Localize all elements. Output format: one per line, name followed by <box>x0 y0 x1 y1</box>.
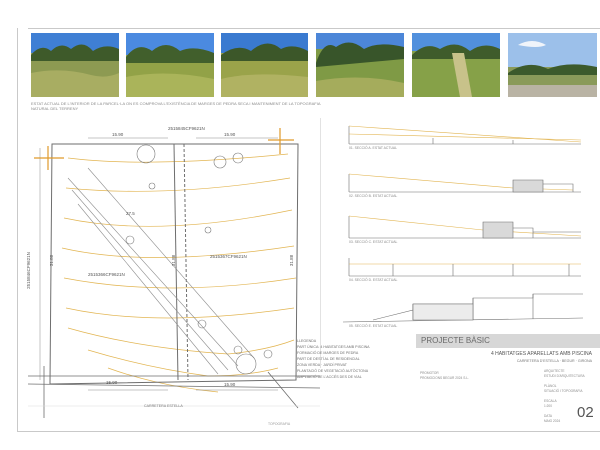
project-name: 4 HABITATGES APARELLATS AMB PISCINA <box>490 351 592 357</box>
date-label: DATA <box>544 414 553 418</box>
dim-mid: 31.88 <box>171 254 177 267</box>
architect-value: ESTUDI D'ARQUITECTURA <box>544 374 585 378</box>
sheet-number: 02 <box>577 404 594 421</box>
section-label-3: 03. SECCIÓ C. ESTAT ACTUAL <box>349 240 398 244</box>
scale-label: ESCALA <box>544 399 557 403</box>
road-label: CARRETERA ESTELLA <box>144 404 183 408</box>
promoter-label: PROMOTOR <box>420 371 439 375</box>
ref-right-label: 2515367CF9621N <box>210 254 247 259</box>
legend-notes: LLEGENDA PART ÚNICA: 4 HABITATGES AMB PI… <box>297 338 407 380</box>
section-label-2: 02. SECCIÓ B. ESTAT ACTUAL <box>349 194 398 198</box>
ref-top-label: 2515845CF9621N <box>168 126 205 131</box>
legend-note: AMPLIACIÓ DE L'ACCÉS DES DE VIAL <box>297 375 362 379</box>
title-block-header: PROJECTE BÀSIC <box>416 334 600 348</box>
contour-lines <box>61 153 297 393</box>
topo-label: TOPOGRAFIA <box>268 422 291 426</box>
site-photo-3 <box>221 33 308 97</box>
project-phase: PROJECTE BÀSIC <box>421 336 490 345</box>
plan-label: PLÀNOL <box>544 384 557 388</box>
title-block: PROJECTE BÀSIC 4 HABITATGES APARELLATS A… <box>416 334 600 430</box>
ref-center-label: 2515366CF9621N <box>88 272 125 277</box>
site-photo-1 <box>31 33 119 97</box>
section-label-1: 01. SECCIÓ A. ESTAT ACTUAL <box>349 146 398 150</box>
site-photo-2 <box>126 33 214 97</box>
site-photo-5 <box>412 33 500 97</box>
frame-line-top <box>28 28 600 29</box>
dim-bottom-right: 15.90 <box>224 382 236 387</box>
dim-bottom-left: 15.90 <box>106 380 118 385</box>
promoter-value: PROMOCIONS BEGUR 2024 S.L. <box>420 376 469 380</box>
legend-note: ZONA VERDA · JARDÍ PRIVAT <box>297 363 347 367</box>
dim-top-right: 15.90 <box>224 132 236 137</box>
site-plan: 2515845CF9621N 15.90 15.90 2515846CF9621… <box>25 118 321 435</box>
plan-value: SITUACIÓ I TOPOGRAFIA <box>544 389 583 393</box>
frame-line-bottom <box>17 431 600 432</box>
architect-label: ARQUITECTE <box>544 369 565 373</box>
site-photo-4 <box>316 33 404 97</box>
photo-caption: ESTAT ACTUAL DE L'INTERIOR DE LA PARCEL·… <box>31 101 321 111</box>
date-value: MAIG 2024 <box>544 419 561 423</box>
frame-line-divider <box>320 118 321 368</box>
dim-right: 31.88 <box>289 254 295 267</box>
scale-value: 1:200 <box>544 404 552 408</box>
ref-left-label: 2515846CF9621N <box>25 252 31 289</box>
legend-note: LLEGENDA <box>297 339 317 343</box>
legend-note: FORMACIÓ DE MARGES DE PEDRA <box>297 351 359 355</box>
sections-panel: 01. SECCIÓ A. ESTAT ACTUAL 02. SECCIÓ B.… <box>333 118 595 337</box>
dim-top-left: 15.90 <box>112 132 124 137</box>
legend-note: PART DE DESTÍ AL DE RESIDENCIAL <box>297 357 360 361</box>
site-photo-6 <box>508 33 597 97</box>
legend-note: PLANTACIÓ DE VEGETACIÓ AUTÒCTONA <box>297 369 369 373</box>
project-address: CARRETERA D'ESTELLA · BEGUR · GIRONA <box>516 359 592 363</box>
parcel-outline <box>49 143 299 385</box>
section-label-5: 05. SECCIÓ E. ESTAT ACTUAL <box>349 324 398 328</box>
dim-left: 31.88 <box>49 254 55 267</box>
frame-line-left <box>17 28 18 432</box>
legend-note: PART ÚNICA: 4 HABITATGES AMB PISCINA <box>297 345 370 349</box>
level-mid: 27.5 <box>126 211 135 216</box>
section-label-4: 04. SECCIÓ D. ESTAT ACTUAL <box>349 278 398 282</box>
